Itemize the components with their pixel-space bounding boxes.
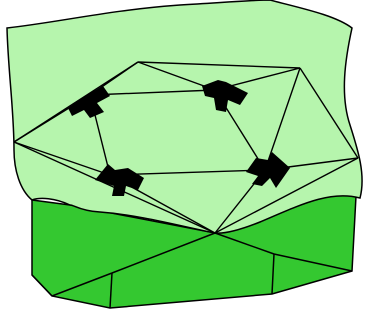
membrane-sheet (7, 0, 362, 233)
